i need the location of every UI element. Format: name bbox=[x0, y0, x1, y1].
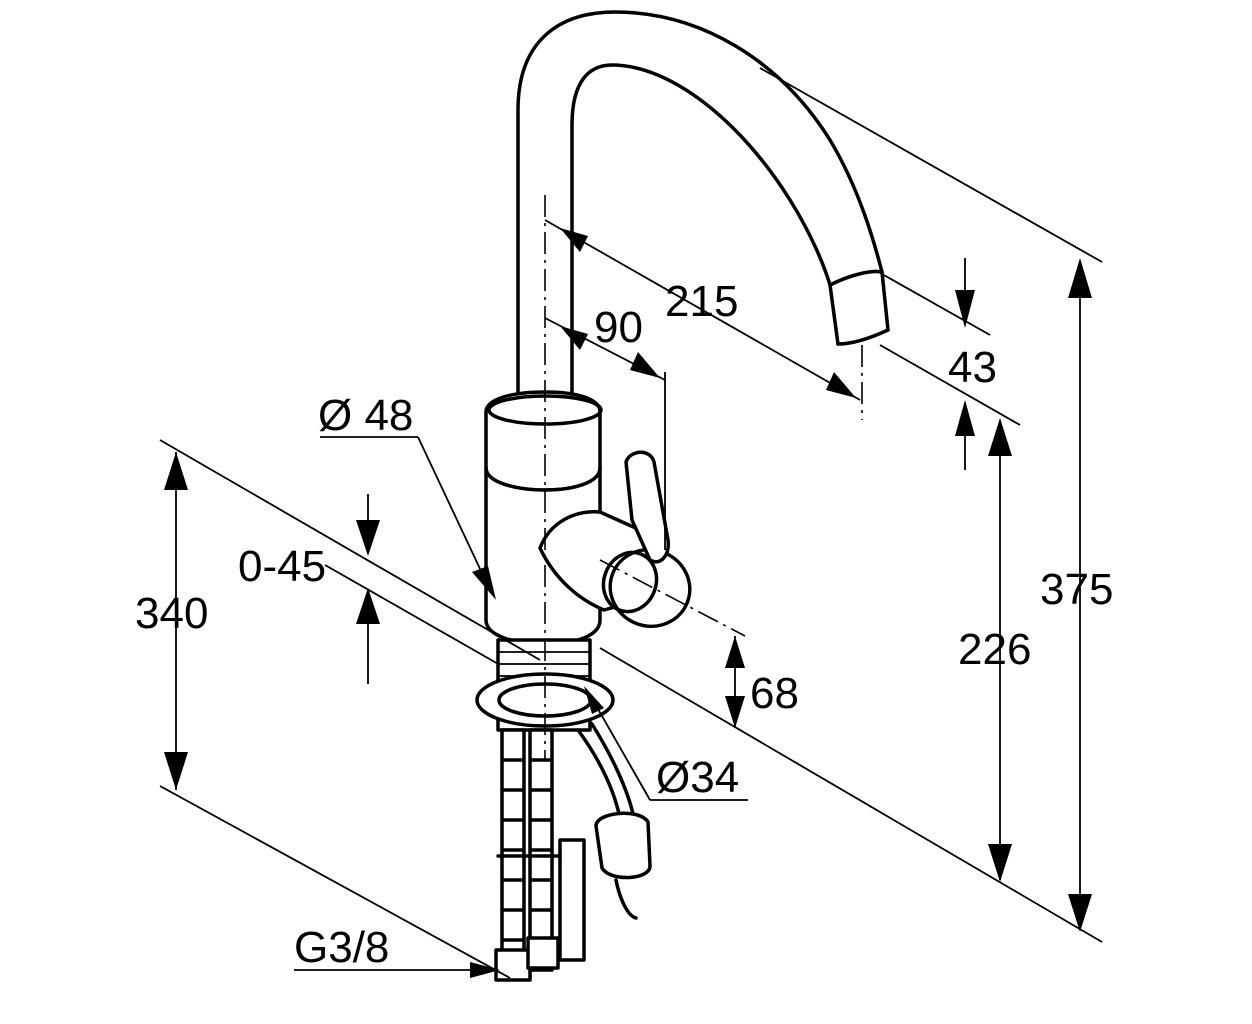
dim-lever-axis-label: 68 bbox=[750, 669, 799, 718]
dim-thread-label: G3/8 bbox=[294, 923, 389, 972]
dim-reach-label: 215 bbox=[665, 277, 738, 326]
dim-outlet-step-label: 43 bbox=[948, 343, 997, 392]
lever-handle bbox=[624, 450, 670, 564]
dim-lever-offset-label: 90 bbox=[594, 303, 643, 352]
centerlines bbox=[544, 195, 863, 760]
dim-mounting-hole-label: Ø34 bbox=[656, 753, 739, 802]
dimension-labels: 215 90 Ø 48 43 340 0-45 226 375 68 Ø34 G… bbox=[135, 277, 1113, 972]
upper-collar bbox=[484, 390, 602, 492]
dim-counter-thickness-label: 0-45 bbox=[238, 542, 326, 591]
dimension-lines bbox=[159, 67, 1103, 979]
spout-tip bbox=[828, 269, 890, 346]
spout bbox=[516, 10, 890, 402]
dim-base-height-label: 340 bbox=[135, 589, 208, 638]
lever-cap-face bbox=[601, 550, 659, 614]
supply-hoses bbox=[494, 728, 586, 982]
dim-total-height-label: 375 bbox=[1040, 565, 1113, 614]
dim-outlet-height-label: 226 bbox=[958, 625, 1031, 674]
pullout-hose bbox=[576, 722, 652, 920]
dim-body-diameter-label: Ø 48 bbox=[318, 391, 413, 440]
faucet-outline bbox=[475, 10, 890, 982]
